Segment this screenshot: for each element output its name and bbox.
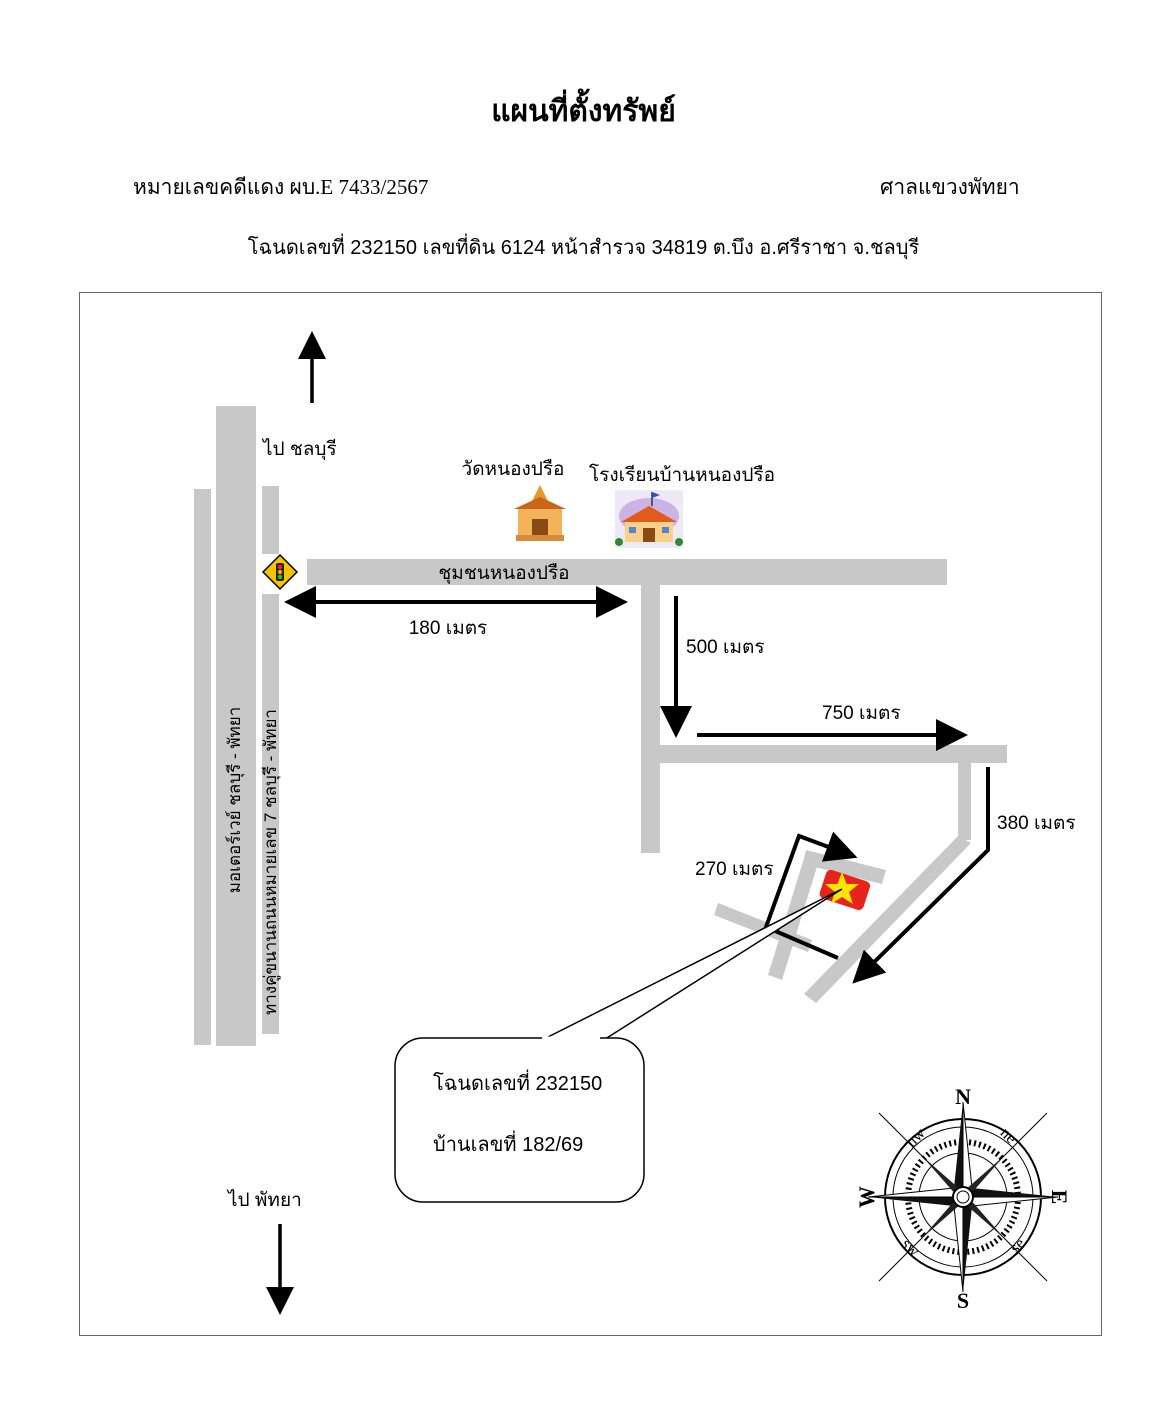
roads — [194, 406, 1007, 1046]
traffic-light-icon — [261, 553, 299, 591]
case-number: หมายเลขคดีแดง ผบ.E 7433/2567 — [133, 175, 429, 199]
frontage-road-label: ทางคู่ขนานถนนหมายเลข 7 ชลบุรี - พัทยา — [261, 709, 281, 1015]
page-title: แผนที่ตั้งทรัพย์ — [491, 95, 676, 128]
compass-w: W — [854, 1186, 879, 1208]
property-outline-path — [763, 831, 858, 960]
school-label: โรงเรียนบ้านหนองปรือ — [589, 463, 775, 486]
soi-diagonal-road — [804, 836, 971, 1003]
compass-se: se — [1007, 1235, 1028, 1256]
callout-box — [394, 1037, 645, 1203]
compass-e: E — [1047, 1190, 1072, 1205]
distance-750-label: 750 เมตร — [822, 703, 901, 724]
school-icon — [615, 490, 683, 548]
temple-label: วัดหนองปรือ — [462, 459, 565, 480]
court-name: ศาลแขวงพัทยา — [880, 175, 1020, 199]
distance-500-label: 500 เมตร — [686, 637, 765, 658]
soi-east-road — [958, 763, 971, 840]
star-flag-icon — [819, 869, 871, 910]
frontage-road-east-lower — [262, 594, 279, 1034]
callout-deed-line: โฉนดเลขที่ 232150 — [433, 1069, 602, 1095]
distance-380-label: 380 เมตร — [997, 813, 1076, 834]
motorway-road — [216, 406, 256, 1046]
frontage-road-east-upper — [262, 486, 279, 554]
frontage-road-west — [194, 489, 211, 1045]
temple-icon — [514, 485, 566, 541]
lane-c — [714, 903, 812, 952]
to-pattaya-label: ไป พัทยา — [226, 1189, 302, 1211]
compass-sw: sw — [898, 1236, 923, 1261]
distance-arrow-380 — [852, 767, 990, 984]
callout-house-line: บ้านเลขที่ 182/69 — [433, 1130, 583, 1156]
community-road-label: ชุมชนหนองปรือ — [438, 563, 569, 585]
community-road — [307, 559, 947, 585]
map-frame — [79, 292, 1102, 1336]
direction-arrows — [266, 331, 990, 1315]
deed-info: โฉนดเลขที่ 232150 เลขที่ดิน 6124 หน้าสำร… — [247, 237, 920, 259]
motorway-label: มอเตอร์เวย์ ชลบุรี - พัทยา — [225, 707, 245, 894]
to-chonburi-label: ไป ชลบุรี — [261, 438, 337, 461]
compass-n: N — [955, 1084, 971, 1109]
compass-rose-icon: N S E W ne nw se sw — [854, 1084, 1072, 1313]
soi-vertical-road — [641, 585, 660, 853]
soi-horizontal-road — [660, 745, 1007, 763]
callout-pointer — [539, 888, 843, 1042]
compass-s: S — [957, 1288, 969, 1313]
distance-270-label: 270 เมตร — [695, 859, 774, 880]
distance-180-label: 180 เมตร — [409, 618, 488, 639]
